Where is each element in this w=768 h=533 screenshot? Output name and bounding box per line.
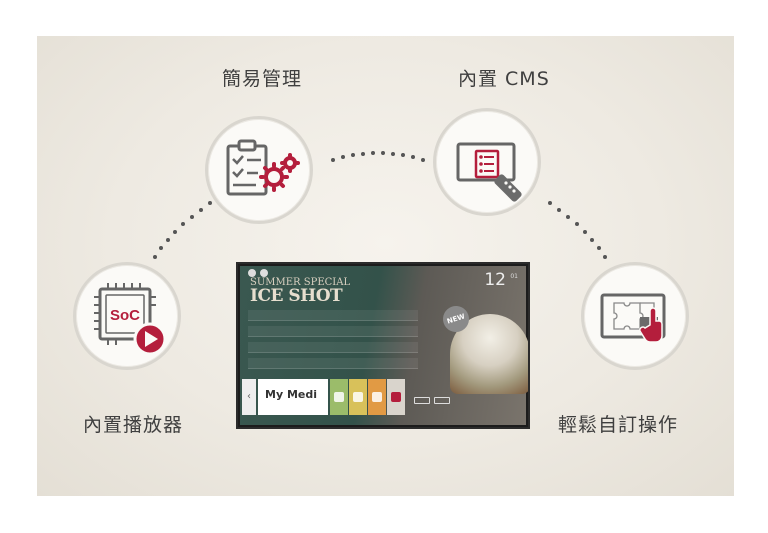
clock-hour: 12 — [484, 270, 506, 290]
menu-row — [248, 310, 418, 321]
screen-control-dot — [248, 269, 256, 277]
label-built-in-cms: 內置 CMS — [458, 68, 550, 90]
built-in-player-circle: SoC — [73, 262, 181, 370]
puzzle-touch-icon — [600, 293, 666, 343]
label-built-in-player: 內置播放器 — [83, 414, 184, 436]
menu-table — [248, 310, 418, 378]
launcher-back-button[interactable]: ‹ — [242, 379, 256, 415]
display-screen: SUMMER SPECIAL ICE SHOT 12 01 NEW ‹ My M… — [240, 266, 528, 425]
my-media-label: My Medi — [265, 388, 317, 401]
app-card[interactable] — [368, 379, 386, 415]
soc-text: SoC — [110, 307, 140, 324]
app-card[interactable] — [387, 379, 405, 415]
menu-title-large: ICE SHOT — [250, 286, 343, 306]
app-card[interactable] — [330, 379, 348, 415]
menu-row — [248, 342, 418, 353]
checklist-gears-icon — [226, 139, 300, 196]
remote-screen-icon — [456, 142, 522, 202]
signage-display: SUMMER SPECIAL ICE SHOT 12 01 NEW ‹ My M… — [236, 262, 530, 429]
menu-row — [248, 358, 418, 369]
label-customizable-operation: 輕鬆自訂操作 — [558, 414, 679, 436]
input-icon[interactable] — [434, 397, 450, 404]
customizable-operation-circle — [581, 262, 689, 370]
clock-minutes: 01 — [510, 273, 518, 280]
easy-management-circle — [205, 116, 313, 224]
my-media-card[interactable]: My Medi — [258, 379, 328, 415]
launcher-bar: ‹ My Medi — [242, 375, 528, 417]
soc-play-icon: SoC — [94, 283, 167, 356]
screen-control-dot — [260, 269, 268, 277]
label-easy-management: 簡易管理 — [222, 68, 303, 90]
menu-title-small: SUMMER SPECIAL — [250, 277, 351, 288]
input-icon[interactable] — [414, 397, 430, 404]
built-in-cms-circle — [433, 108, 541, 216]
app-card[interactable] — [349, 379, 367, 415]
menu-row — [248, 326, 418, 337]
